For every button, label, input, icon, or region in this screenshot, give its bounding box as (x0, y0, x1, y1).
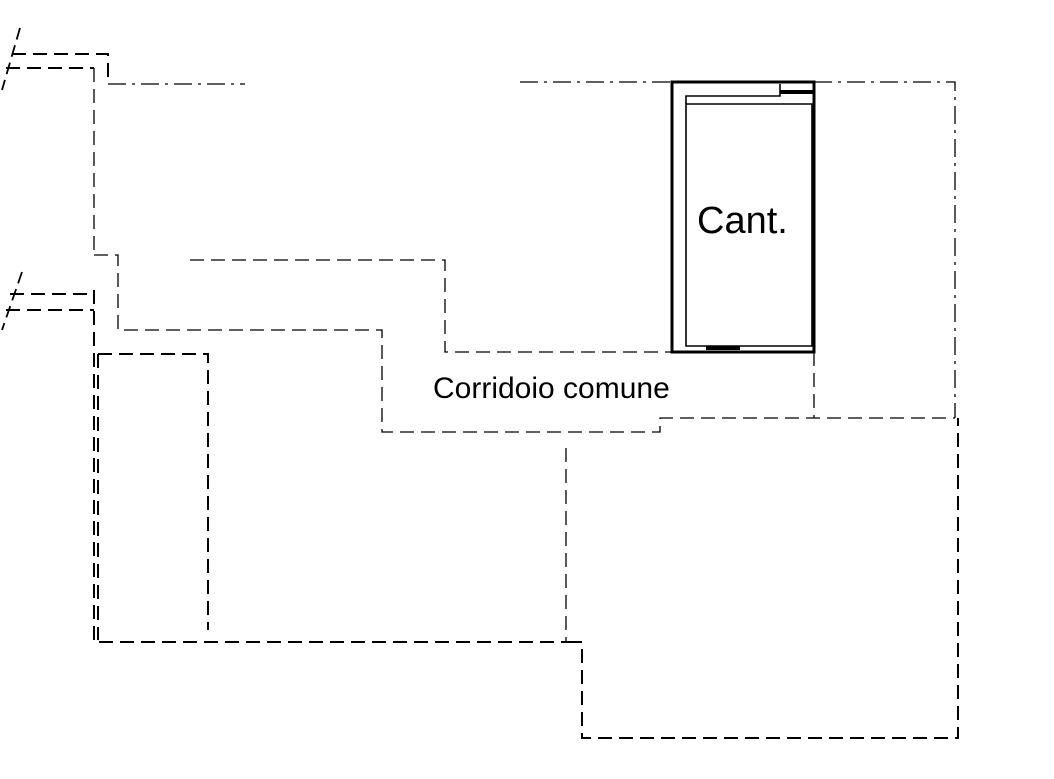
corridor-label: Corridoio comune (433, 372, 670, 405)
lower-right-room (568, 418, 959, 739)
break-line-top (1, 27, 109, 91)
left-lower-room (93, 290, 568, 643)
cellar-room (670, 80, 816, 354)
break-line-bottom (1, 271, 94, 331)
cellar-label: Cant. (697, 200, 788, 242)
stair-wall (94, 254, 955, 433)
outer-boundary-top (108, 81, 956, 418)
upper-room-wall (190, 259, 672, 353)
